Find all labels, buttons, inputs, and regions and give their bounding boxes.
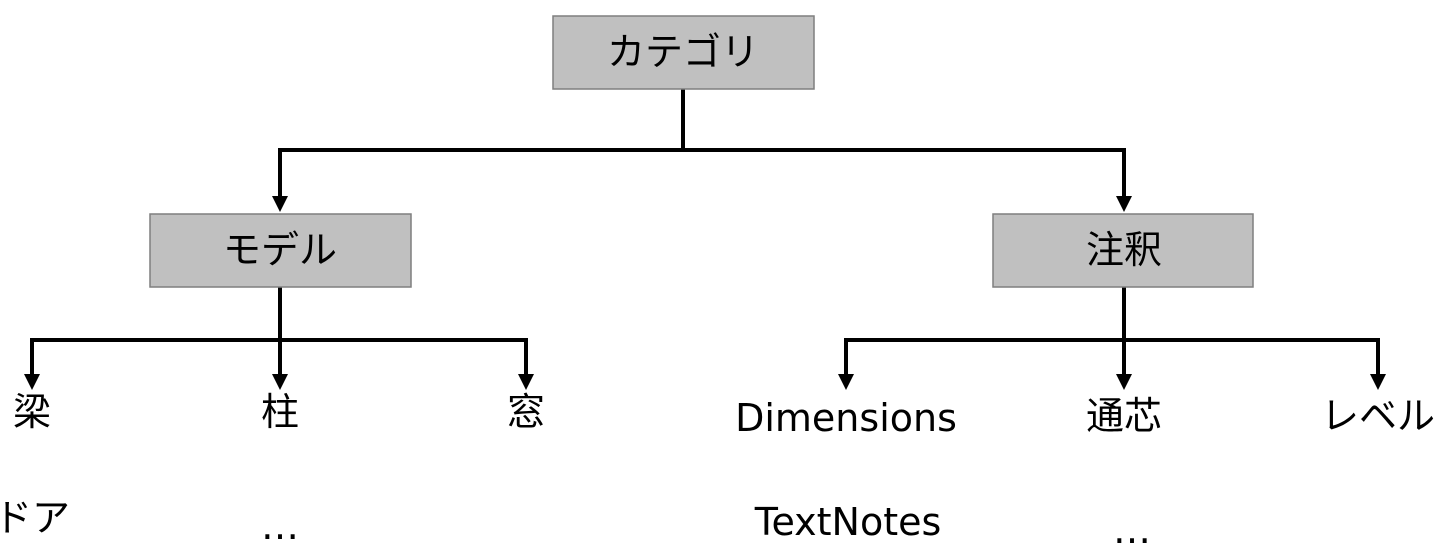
leaf-textnotes: TextNotes bbox=[754, 500, 942, 544]
leaf-level: レベル bbox=[1321, 394, 1435, 438]
root-label: カテゴリ bbox=[607, 30, 759, 74]
leaf-beam: 梁 bbox=[13, 390, 51, 434]
leaf-column: 柱 bbox=[261, 390, 299, 434]
root-to-model-arrowhead bbox=[272, 196, 288, 212]
annotation-node: 注釈 bbox=[992, 213, 1254, 288]
root-node: カテゴリ bbox=[552, 15, 815, 90]
annotation-children: Dimensions 通芯 レベル TextNotes … bbox=[735, 394, 1435, 552]
annotation-box bbox=[992, 213, 1254, 288]
model-box bbox=[149, 213, 412, 288]
model-node: モデル bbox=[149, 213, 412, 288]
root-box bbox=[552, 15, 815, 90]
annotation-to-dimensions-arrowhead bbox=[838, 374, 854, 390]
annotation-to-level-arrowhead bbox=[1370, 374, 1386, 390]
connectors bbox=[24, 88, 1386, 390]
leaf-grid: 通芯 bbox=[1086, 394, 1162, 438]
leaf-model-ellipsis: … bbox=[261, 504, 299, 548]
model-to-window-arrowhead bbox=[518, 374, 534, 390]
model-label: モデル bbox=[223, 228, 337, 272]
annotation-to-grid-arrowhead bbox=[1116, 374, 1132, 390]
model-to-column-arrowhead bbox=[272, 374, 288, 390]
leaf-annotation-ellipsis: … bbox=[1113, 508, 1151, 552]
root-to-annotation-arrowhead bbox=[1116, 196, 1132, 212]
leaf-dimensions: Dimensions bbox=[735, 396, 957, 440]
annotation-label: 注釈 bbox=[1086, 228, 1162, 272]
model-to-beam-arrowhead bbox=[24, 374, 40, 390]
model-children: 梁 柱 窓 ドア … bbox=[0, 390, 545, 548]
leaf-window: 窓 bbox=[507, 390, 545, 434]
leaf-door: ドア bbox=[0, 496, 70, 540]
